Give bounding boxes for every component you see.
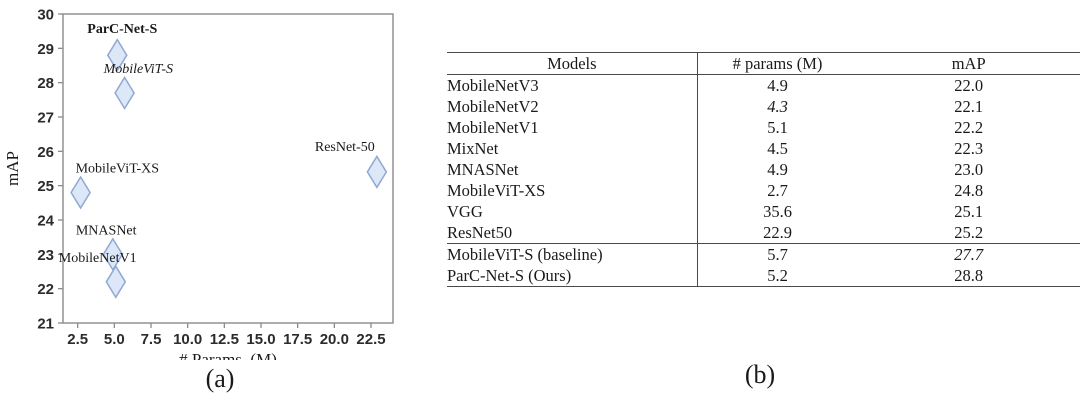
cell-map: 22.2 [954,118,984,137]
plot-frame [62,13,394,324]
panel-a-scatter-chart: 21 22 23 24 25 26 27 28 29 30 2.5 5.0 7.5 10.0 12.5 15.… [0,0,440,409]
cell-map: 23.0 [954,160,984,179]
data-point-marker [114,76,135,110]
panel-a-caption: (a) [205,364,235,393]
x-tick-label: 22.5 [356,331,385,348]
cell-params: 4.5 [767,139,788,158]
table-row: MixNet 4.5 22.3 [447,138,1080,159]
table-header: Models # params (M) mAP [447,52,1080,75]
cell-model-name: MobileNetV2 [447,96,698,117]
cell-model-name: ResNet50 [447,222,698,244]
cell-params: 5.1 [767,118,788,137]
data-point-marker [105,264,127,299]
y-tick-label: 27 [37,110,54,127]
data-point-label: MobileViT-XS [76,162,159,177]
y-tick-label: 30 [37,7,54,24]
y-tick-label: 26 [37,144,54,161]
cell-model-name: VGG [447,201,698,222]
cell-params: 4.3 [767,97,788,116]
y-tick-label: 23 [37,247,54,264]
cell-params: 4.9 [767,160,788,179]
table-row: MobileNetV1 5.1 22.2 [447,117,1080,138]
data-point-label: MobileNetV1 [59,251,137,266]
data-point-label: MobileViT-S [103,62,173,77]
cell-map: 27.7 [857,243,1080,265]
cell-map: 22.3 [954,139,984,158]
x-tick-label: 20.0 [320,331,349,348]
cell-params: 22.9 [763,223,792,242]
table-row: MNASNet 4.9 23.0 [447,159,1080,180]
table-row: MobileNetV3 4.9 22.0 [447,74,1080,96]
x-tick-label: 5.0 [104,331,125,348]
cell-model-name: MNASNet [447,159,698,180]
cell-map: 25.1 [954,202,984,221]
panel-b-results-table: Models # params (M) mAP MobileNetV3 4.9 22… [440,0,1080,409]
cell-model-name: MobileNetV1 [447,117,698,138]
data-point-marker [106,38,128,73]
x-tick-label: 10.0 [173,331,202,348]
cell-params: 2.7 [767,181,788,200]
cell-model-name: MixNet [447,138,698,159]
data-point-label: ResNet-50 [315,140,375,155]
scatter-chart-svg: 21 22 23 24 25 26 27 28 29 30 2.5 5.0 7.5 10.0 12.5 15.… [3,7,394,360]
cell-model-name: MobileViT-XS [447,180,698,201]
panel-b-caption: (b) [744,360,776,389]
y-axis-title: mAP [3,151,22,186]
x-tick-label: 2.5 [67,331,88,348]
cell-params: 5.2 [697,265,858,287]
cell-params: 35.6 [763,202,792,221]
cell-model-name: MobileNetV3 [447,74,698,96]
x-tick-label: 12.5 [210,331,239,348]
data-point-label: MNASNet [76,223,137,238]
x-tick-label: 7.5 [141,331,162,348]
y-tick-label: 22 [37,281,54,298]
data-point-marker [70,175,91,210]
column-header-models: Models [447,52,698,75]
column-header-params: # params (M) [697,52,858,75]
cell-params: 4.9 [767,76,788,95]
x-axis-title: # Params. (M) [179,350,277,360]
table-row: VGG 35.6 25.1 [447,201,1080,222]
cell-model-name: ParC-Net-S (Ours) [447,265,698,287]
x-tick-label: 15.0 [246,331,275,348]
table-header-row: Models # params (M) mAP [447,52,1080,75]
y-tick-label: 29 [37,41,54,58]
y-tick-label: 24 [37,213,54,230]
cell-model-name: MobileViT-S (baseline) [447,243,698,265]
column-header-map: mAP [857,52,1080,75]
cell-params: 5.7 [697,243,858,265]
data-point-label: ParC-Net-S [87,22,157,37]
table-row: MobileViT-XS 2.7 24.8 [447,180,1080,201]
cell-map: 22.1 [954,97,984,116]
y-tick-label: 25 [37,178,54,195]
data-point-marker [366,154,388,189]
results-table: Models # params (M) mAP MobileNetV3 4.9 22… [447,52,1080,287]
cell-map: 22.0 [954,76,984,95]
y-tick-label: 21 [37,316,54,333]
x-tick-label: 17.5 [283,331,312,348]
table-row: ResNet50 22.9 25.2 [447,222,1080,244]
y-tick-label: 28 [37,75,54,92]
cell-map: 28.8 [857,265,1080,287]
cell-map: 24.8 [954,181,984,200]
cell-map: 25.2 [954,223,984,242]
table-row: MobileNetV2 4.3 22.1 [447,96,1080,117]
